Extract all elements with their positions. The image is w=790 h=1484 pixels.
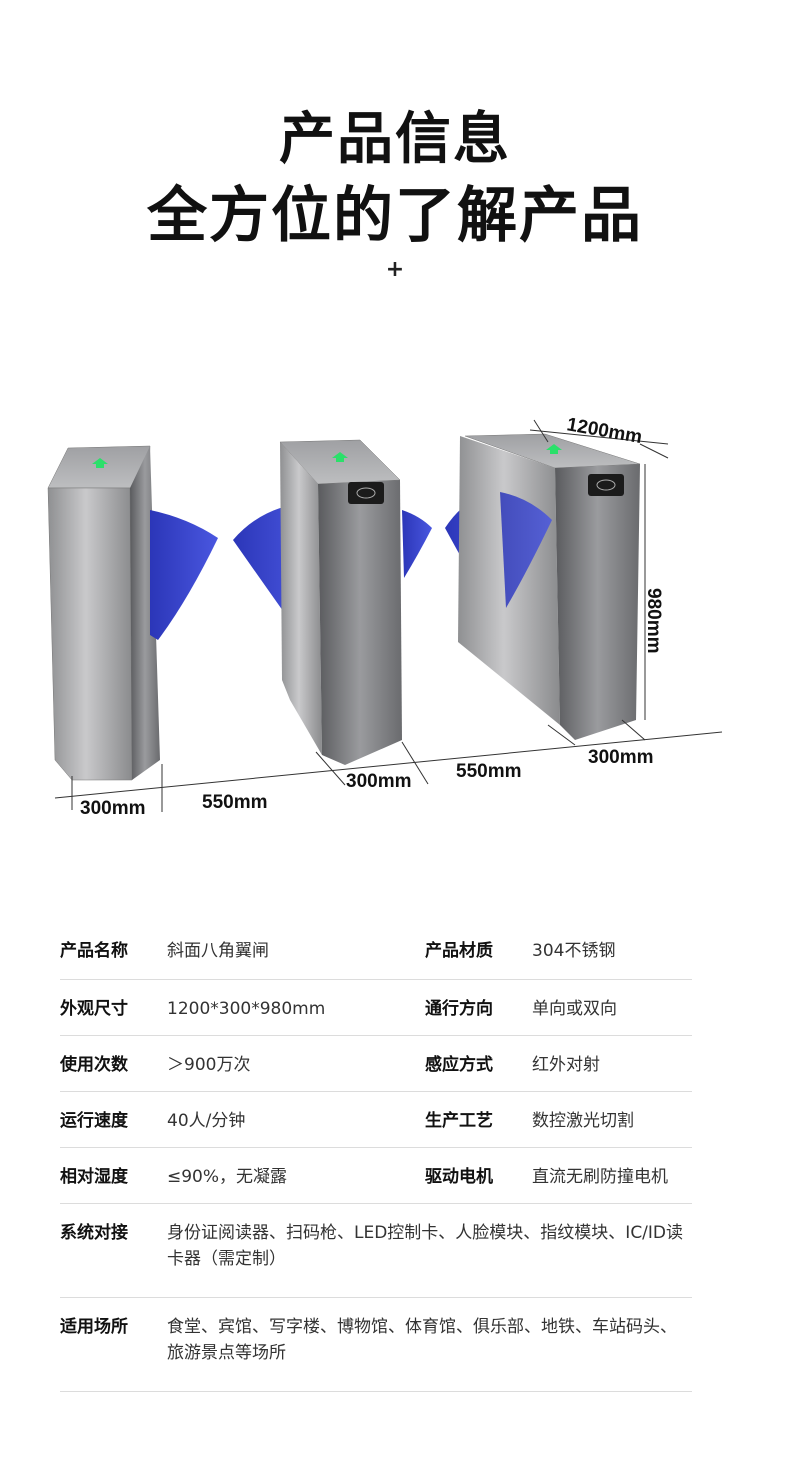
spec-label: 系统对接	[60, 1223, 128, 1243]
spec-value: 食堂、宾馆、写字楼、博物馆、体育馆、俱乐部、地铁、车站码头、旅游景点等场所	[167, 1317, 677, 1363]
flap-wing	[500, 492, 552, 608]
arrow-indicator-icon	[332, 452, 348, 462]
dimension-height: 980mm	[643, 588, 664, 654]
spec-label: 相对湿度	[60, 1167, 128, 1187]
turnstile-right	[445, 433, 641, 740]
dimension-right-gap: 550mm	[456, 761, 522, 782]
spec-label: 产品名称	[60, 941, 128, 961]
spec-row: 外观尺寸 1200*300*980mm 通行方向 单向或双向	[60, 980, 692, 1036]
spec-value: 身份证阅读器、扫码枪、LED控制卡、人脸模块、指纹模块、IC/ID读卡器（需定制…	[167, 1223, 684, 1269]
spec-row: 运行速度 40人/分钟 生产工艺 数控激光切割	[60, 1092, 692, 1148]
spec-label: 外观尺寸	[60, 999, 128, 1019]
spec-row: 产品名称 斜面八角翼闸 产品材质 304不锈钢	[60, 922, 692, 980]
spec-value: ＞900万次	[167, 1055, 251, 1075]
arrow-indicator-icon	[92, 458, 108, 468]
page-title: 产品信息	[279, 107, 511, 172]
page-subtitle: 全方位的了解产品	[147, 181, 643, 251]
spec-label: 使用次数	[60, 1055, 128, 1075]
spec-value: 斜面八角翼闸	[167, 941, 269, 961]
spec-value: 304不锈钢	[532, 941, 616, 961]
spec-value: 单向或双向	[532, 999, 617, 1019]
spec-label: 感应方式	[425, 1055, 493, 1075]
spec-row: 使用次数 ＞900万次 感应方式 红外对射	[60, 1036, 692, 1092]
spec-row: 适用场所 食堂、宾馆、写字楼、博物馆、体育馆、俱乐部、地铁、车站码头、旅游景点等…	[60, 1298, 692, 1392]
turnstile-left	[47, 445, 218, 781]
spec-value: 1200*300*980mm	[167, 999, 326, 1019]
dimension-depth: 1200mm	[565, 414, 644, 448]
card-reader-icon	[588, 474, 624, 496]
spec-table: 产品名称 斜面八角翼闸 产品材质 304不锈钢 外观尺寸 1200*300*98…	[60, 922, 692, 1392]
spec-label: 运行速度	[60, 1111, 128, 1131]
spec-label: 通行方向	[425, 999, 493, 1019]
spec-label: 生产工艺	[425, 1111, 493, 1131]
spec-row: 相对湿度 ≤90%，无凝露 驱动电机 直流无刷防撞电机	[60, 1148, 692, 1204]
flap-wing	[150, 510, 218, 640]
spec-value: 40人/分钟	[167, 1111, 246, 1131]
turnstile-middle	[233, 439, 432, 765]
dimension-middle-width: 300mm	[346, 771, 412, 792]
dimension-right-width: 300mm	[588, 747, 654, 768]
dimension-left-width: 300mm	[80, 798, 146, 819]
spec-value: 直流无刷防撞电机	[532, 1167, 668, 1187]
dimension-left-gap: 550mm	[202, 792, 268, 813]
flap-wing	[402, 510, 432, 578]
spec-label: 适用场所	[60, 1317, 128, 1337]
spec-row: 系统对接 身份证阅读器、扫码枪、LED控制卡、人脸模块、指纹模块、IC/ID读卡…	[60, 1204, 692, 1298]
arrow-indicator-icon	[546, 444, 562, 454]
card-reader-icon	[348, 482, 384, 504]
spec-value: 数控激光切割	[532, 1111, 634, 1131]
plus-icon: +	[385, 257, 405, 282]
spec-value: 红外对射	[532, 1055, 600, 1075]
spec-label: 驱动电机	[425, 1167, 493, 1187]
spec-value: ≤90%，无凝露	[167, 1167, 288, 1187]
product-diagram: 1200mm 980mm 300mm 550mm 300mm 550mm 300…	[47, 414, 723, 819]
floor-line	[54, 731, 723, 799]
spec-label: 产品材质	[425, 941, 493, 961]
